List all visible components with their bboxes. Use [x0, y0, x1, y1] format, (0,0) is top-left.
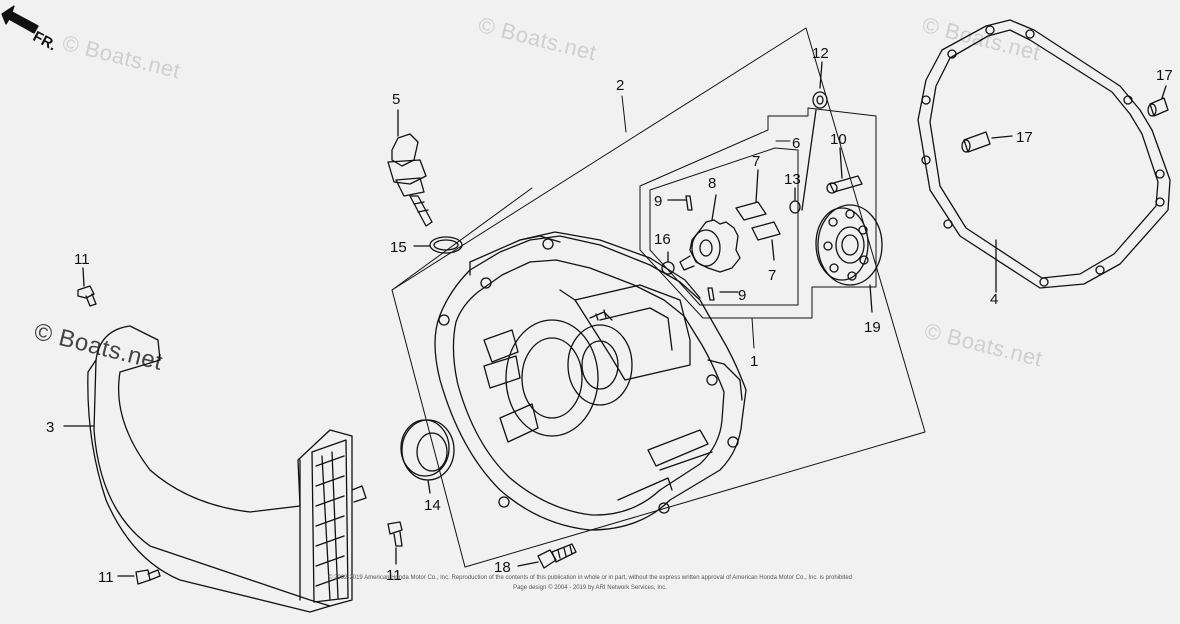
callout-6: 6 — [792, 135, 800, 152]
assembly-frame-1 — [639, 107, 877, 319]
callout-11: 11 — [98, 569, 114, 586]
flange-bolt-18 — [517, 543, 577, 569]
callout-8: 8 — [708, 175, 716, 192]
callout-7: 7 — [768, 267, 776, 284]
callout-3: 3 — [46, 419, 54, 436]
side-cover-housing — [434, 231, 747, 531]
callout-15: 15 — [390, 239, 407, 256]
callout-9: 9 — [738, 287, 746, 304]
o-ring-15 — [413, 236, 463, 254]
callout-19: 19 — [864, 319, 881, 336]
callout-9: 9 — [654, 193, 662, 210]
callout-11: 11 — [74, 251, 90, 268]
dowel-pin-17-upper — [1147, 85, 1169, 117]
callout-11: 11 — [386, 567, 402, 584]
bearing-19 — [815, 204, 883, 313]
assembly-frame-6 — [649, 147, 799, 306]
callout-18: 18 — [494, 559, 511, 576]
callout-2: 2 — [616, 77, 624, 94]
callout-17: 17 — [1156, 67, 1173, 84]
oil-seal-14 — [400, 419, 455, 494]
copyright-line: © 2002-2019 American Honda Motor Co., In… — [327, 575, 853, 581]
washer-12 — [801, 61, 828, 211]
callout-5: 5 — [392, 91, 400, 108]
callout-7: 7 — [752, 153, 760, 170]
copyright-line: Page design © 2004 - 2019 by ARI Network… — [513, 585, 667, 591]
callout-14: 14 — [424, 497, 441, 514]
bolt-11-lower-left — [117, 569, 161, 585]
callout-4: 4 — [990, 291, 998, 308]
gasket-4 — [917, 19, 1171, 293]
pin-10 — [826, 147, 863, 194]
front-arrow-icon — [1, 5, 39, 34]
assembly-frame-2 — [391, 27, 926, 568]
circlip-13 — [789, 187, 801, 214]
callout-16: 16 — [654, 231, 671, 248]
oil-filler-cap-5 — [387, 109, 433, 227]
callout-10: 10 — [830, 131, 847, 148]
callout-12: 12 — [812, 45, 829, 62]
dowel-pin-17-lower — [961, 131, 1013, 153]
bolt-11-lower-center — [387, 521, 403, 565]
engine-shroud-3 — [63, 325, 367, 613]
callout-1: 1 — [750, 353, 758, 370]
callout-13: 13 — [784, 171, 801, 188]
callout-17: 17 — [1016, 129, 1033, 146]
bolt-11-upper — [77, 267, 97, 307]
governor-gear-assembly — [661, 169, 781, 301]
